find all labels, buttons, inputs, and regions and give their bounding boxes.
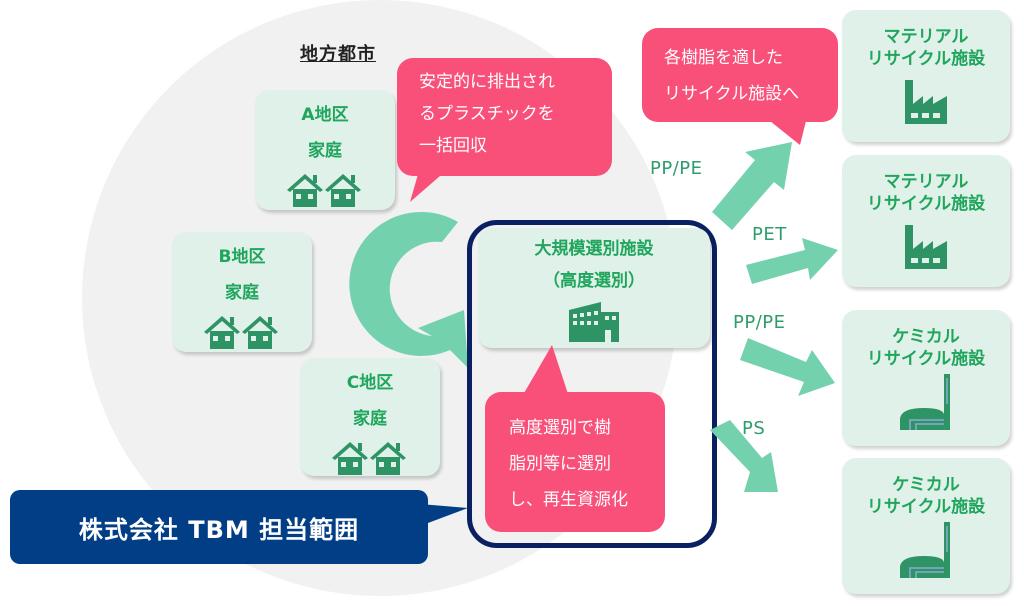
callout-line: 一括回収	[419, 136, 487, 156]
flow-arrow-pet	[746, 238, 838, 284]
facility-line1: マテリアル	[883, 172, 969, 192]
district-b-box: B地区 家庭	[172, 232, 312, 352]
chemical-plant-icon	[900, 522, 950, 578]
facility-line1: ケミカル	[892, 475, 960, 495]
facility-chemical-2: ケミカル リサイクル施設	[842, 458, 1010, 594]
callout-line: るプラスチックを	[419, 104, 555, 124]
flow-label-ps: PS	[742, 418, 766, 439]
flow-arrow-pp-pe-chemical	[740, 338, 835, 396]
factory-icon	[905, 225, 947, 269]
callout-line: 各樹脂を適した	[664, 48, 783, 68]
factory-icon	[905, 80, 947, 124]
district-name: C地区	[346, 373, 394, 393]
district-c-box: C地区 家庭	[300, 358, 440, 476]
flow-arrow-pp-pe-material	[712, 142, 792, 230]
callout-tail	[520, 345, 570, 400]
district-a-box: A地区 家庭	[255, 90, 395, 210]
building-icon	[569, 302, 619, 342]
district-name: B地区	[218, 247, 266, 267]
flow-arrows	[710, 142, 838, 492]
district-type: 家庭	[353, 409, 387, 429]
callout-line: 脂別等に選別	[509, 454, 611, 474]
district-type: 家庭	[308, 141, 342, 161]
destination-callout: 各樹脂を適した リサイクル施設へ	[642, 28, 838, 122]
sorting-callout: 高度選別で樹 脂別等に選別 し、再生資源化	[485, 392, 665, 532]
district-type: 家庭	[225, 283, 259, 303]
flow-label-pet: PET	[752, 224, 787, 245]
facility-material-1: マテリアル リサイクル施設	[842, 10, 1010, 142]
sorting-facility-box: 大規模選別施設 （高度選別）	[478, 228, 710, 348]
facility-chemical-1: ケミカル リサイクル施設	[842, 310, 1010, 446]
flow-label-pp-pe-material: PP/PE	[650, 158, 703, 179]
callout-line: リサイクル施設へ	[664, 84, 800, 104]
tbm-scope-label: 株式会社 TBM 担当範囲	[10, 490, 428, 564]
sorting-facility-subtitle: （高度選別）	[543, 271, 645, 291]
flow-label-pp-pe-chemical: PP/PE	[733, 312, 786, 333]
facility-line2: リサイクル施設	[866, 49, 986, 69]
collection-callout: 安定的に排出され るプラスチックを 一括回収	[397, 58, 612, 176]
callout-line: し、再生資源化	[509, 490, 628, 510]
district-name: A地区	[301, 105, 349, 125]
tbm-scope-frame	[467, 220, 717, 548]
houses-icon	[204, 316, 278, 349]
houses-icon	[287, 174, 361, 207]
houses-icon	[332, 442, 406, 475]
facility-line2: リサイクル施設	[866, 349, 986, 369]
flow-arrow-ps	[710, 420, 778, 492]
facility-line1: マテリアル	[883, 27, 969, 47]
facility-line2: リサイクル施設	[866, 194, 986, 214]
callout-line: 高度選別で樹	[509, 418, 611, 438]
facility-material-2: マテリアル リサイクル施設	[842, 155, 1010, 287]
sorting-facility-name: 大規模選別施設	[534, 239, 654, 259]
facility-line1: ケミカル	[892, 327, 960, 347]
city-title: 地方都市	[300, 44, 376, 65]
chemical-plant-icon	[900, 374, 950, 430]
facility-line2: リサイクル施設	[866, 497, 986, 517]
label-connector	[420, 504, 468, 526]
circular-arrow-icon	[349, 211, 468, 368]
callout-line: 安定的に排出され	[419, 72, 555, 92]
